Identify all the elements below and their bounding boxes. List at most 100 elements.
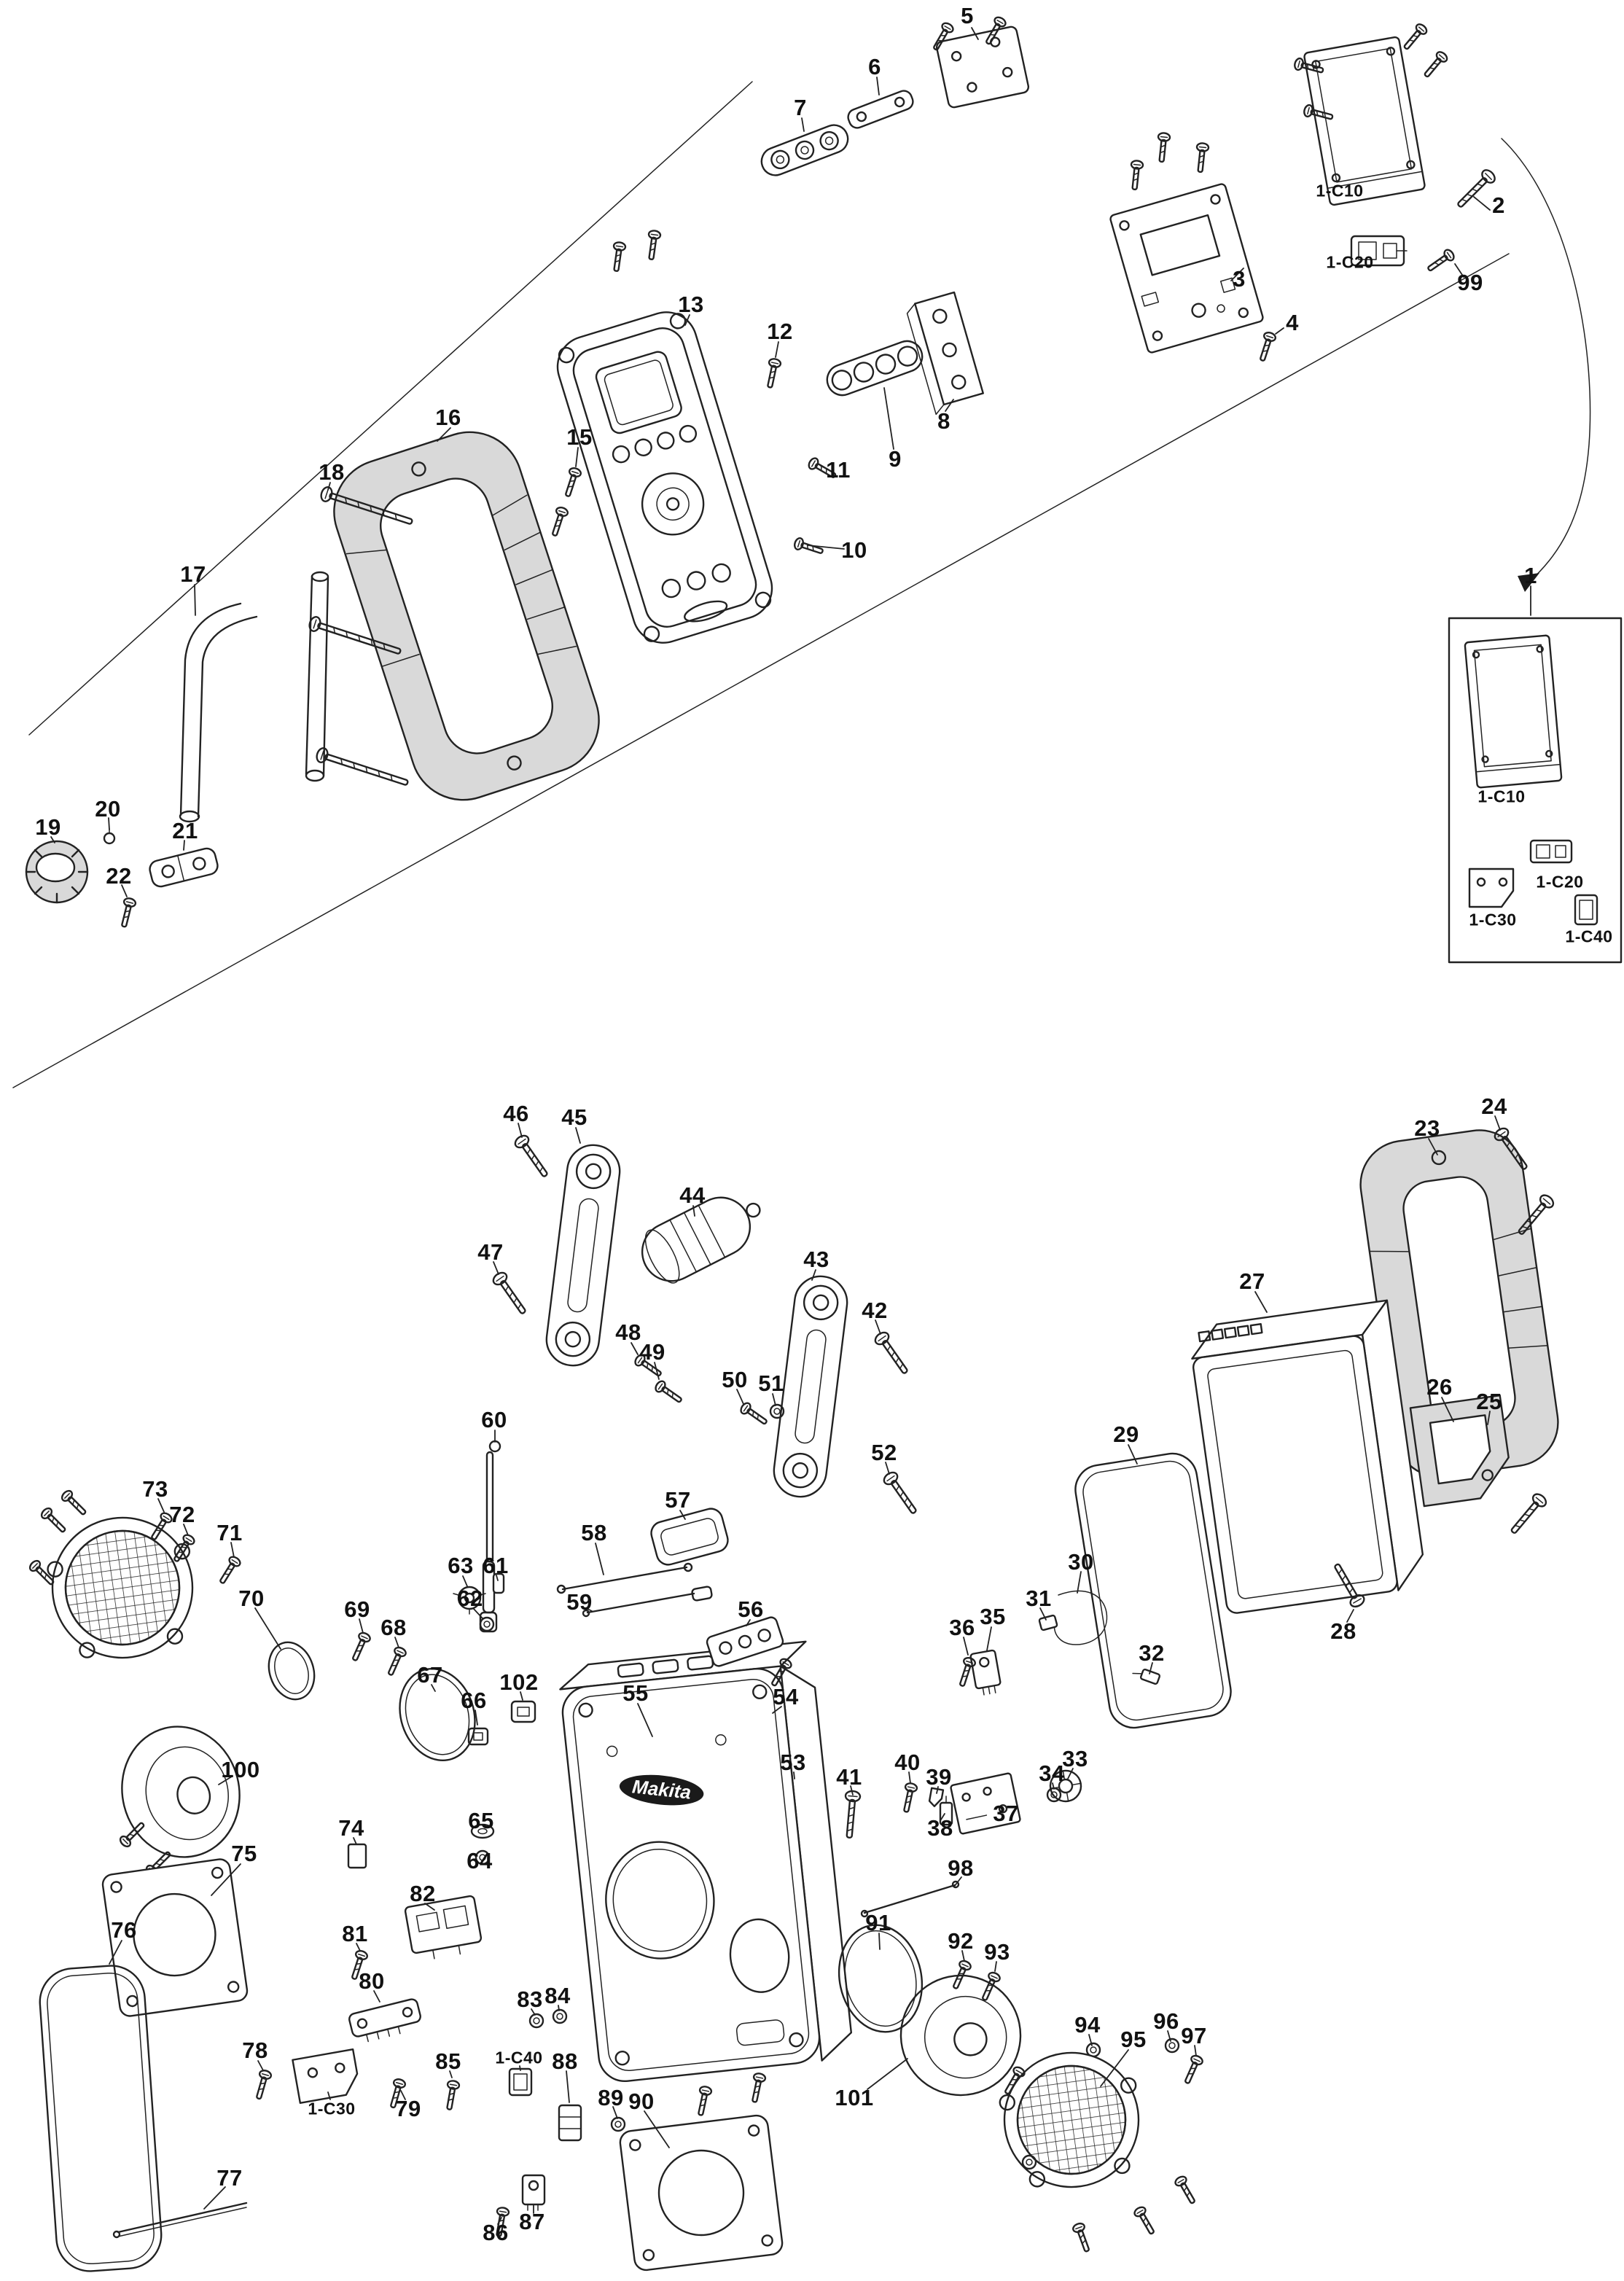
leader-line	[1473, 196, 1491, 211]
leader-line	[971, 27, 979, 40]
leader-line	[353, 1837, 357, 1845]
speaker-grille-left	[47, 1516, 194, 1659]
leader-line	[644, 2110, 670, 2148]
screw	[59, 1488, 90, 1518]
plate-75	[101, 1858, 249, 2017]
leader-line	[746, 1619, 751, 1626]
leader-line	[736, 1389, 744, 1405]
leader-line	[558, 2005, 560, 2011]
leader-line	[183, 1524, 189, 1536]
leader-line	[1039, 1607, 1047, 1621]
plate-90	[619, 2114, 784, 2272]
washer-89	[610, 2116, 626, 2132]
speaker-grille-right	[999, 2051, 1140, 2188]
terminal-56	[706, 1616, 784, 1667]
handle-17	[179, 571, 329, 823]
rod-98	[860, 1880, 960, 1918]
screw-85	[442, 2078, 461, 2112]
leader-line	[257, 2060, 264, 2071]
screw	[39, 1505, 69, 1536]
leader-line	[254, 1607, 281, 1650]
pcb-37	[950, 1772, 1021, 1835]
leader-line	[612, 2106, 618, 2119]
screw-86	[492, 2205, 511, 2239]
part-38	[939, 1795, 953, 1826]
pcb-3	[1109, 131, 1278, 364]
leader-line	[1346, 1609, 1354, 1623]
screw-4	[1255, 330, 1278, 364]
screw	[1173, 2174, 1200, 2207]
leader-line	[575, 1127, 581, 1144]
screw	[1155, 131, 1171, 163]
speaker-101	[899, 1974, 1022, 2097]
screw	[644, 229, 662, 261]
lead-wire-30	[1053, 1590, 1108, 1645]
leader-line	[230, 1542, 235, 1558]
plate-1c10-top	[1292, 21, 1450, 206]
leader-line	[121, 884, 128, 897]
leader-line	[431, 1684, 436, 1692]
leader-line	[575, 447, 579, 467]
leader-line	[1100, 2049, 1129, 2087]
plate-5	[929, 15, 1030, 109]
leader-line	[878, 1933, 881, 1950]
leader-line	[203, 2186, 226, 2210]
leader-line	[994, 1961, 997, 1972]
leader-line	[424, 1903, 435, 1911]
leader-line	[531, 2008, 536, 2016]
leader-line	[811, 1269, 816, 1281]
leader-line	[327, 482, 331, 491]
leader-line	[520, 1691, 523, 1701]
bottom-assembly: Makita	[27, 1125, 1559, 2272]
antenna-rods-58-59	[556, 1562, 713, 1618]
cover-57	[650, 1508, 729, 1566]
front-panel-13	[556, 311, 773, 644]
ring-70	[268, 1641, 316, 1701]
leader-line	[936, 1786, 939, 1794]
part-39	[928, 1787, 945, 1808]
leader-line	[793, 1771, 795, 1779]
leader-line	[772, 1393, 776, 1406]
washer-84	[552, 2008, 568, 2024]
screw-93	[977, 1970, 1002, 2003]
button-strip-9	[826, 340, 924, 397]
clip-31	[1038, 1614, 1058, 1631]
leader-line	[1494, 1115, 1501, 1131]
washer-83	[528, 2013, 544, 2029]
leader-line	[462, 1575, 468, 1587]
leader-line	[1194, 2045, 1197, 2056]
part-88	[558, 2104, 582, 2142]
speaker-100	[121, 1726, 241, 1858]
screw-68	[383, 1645, 408, 1678]
screw-42	[872, 1329, 913, 1378]
leader-line	[807, 545, 845, 550]
switch-87	[521, 2174, 546, 2211]
leader-line	[356, 1943, 361, 1951]
leader-line	[211, 1863, 241, 1896]
flow-arrow-head	[1518, 573, 1539, 592]
leader-line	[679, 1510, 686, 1520]
leader-line	[1454, 263, 1464, 278]
screw-22	[117, 896, 138, 929]
part-61	[492, 1572, 505, 1594]
rod-77	[112, 2202, 248, 2239]
leader-line	[472, 1607, 483, 1619]
knob-19	[25, 840, 89, 904]
clip-32	[1132, 1668, 1161, 1685]
washer-65	[470, 1823, 495, 1839]
leader-line	[475, 1709, 478, 1726]
antenna-60	[479, 1440, 501, 1633]
screw-15	[547, 505, 570, 539]
leader-line	[359, 1618, 364, 1634]
leader-line	[373, 1990, 380, 2003]
kit-box-1	[1448, 617, 1623, 964]
leader-lines-layer	[50, 27, 1531, 2225]
leader-line	[876, 77, 880, 95]
leader-line	[885, 1462, 890, 1475]
leader-line	[692, 1205, 695, 1217]
top-assembly	[25, 15, 1623, 964]
bracket-26	[1409, 1394, 1510, 1508]
leader-line	[595, 1543, 604, 1575]
